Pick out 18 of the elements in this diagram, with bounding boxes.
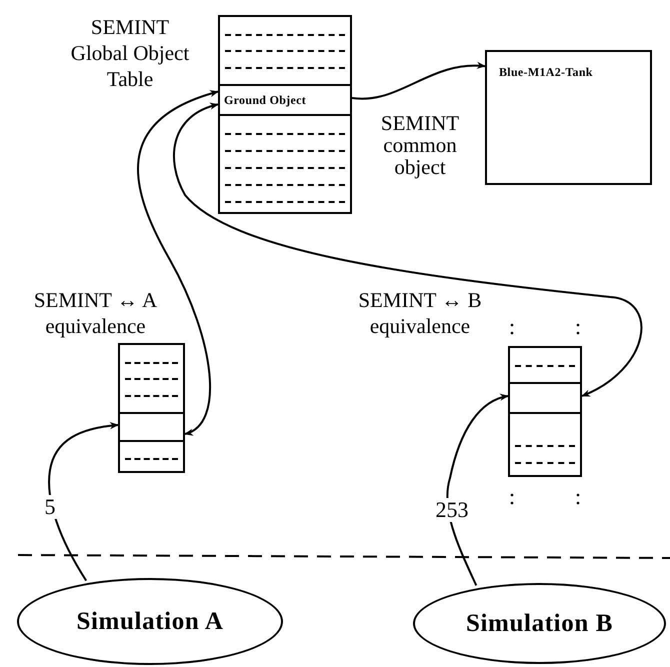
edge-label: 253 [434,498,470,522]
object-box [485,50,652,185]
curved-arrow [137,90,219,435]
curved-arrow [446,394,509,586]
table-heading: SEMINT ↔ A equivalence [32,287,158,339]
table-row: Ground Object [218,84,352,116]
ellipse-label: Simulation A [76,606,224,637]
curved-arrow [48,422,119,582]
ellipse-label: Simulation B [466,608,614,639]
object-caption: SEMINT common object [380,112,460,178]
curved-arrow [352,62,486,100]
edge-label: 5 [44,495,56,519]
table-row [118,412,185,442]
object-name: Blue-M1A2-Tank [499,65,593,79]
table-heading: SEMINT ↔ B equivalence [357,287,483,339]
table-row [508,382,582,414]
curved-arrow [173,103,642,397]
table-heading: SEMINT Global Object Table [70,14,190,92]
